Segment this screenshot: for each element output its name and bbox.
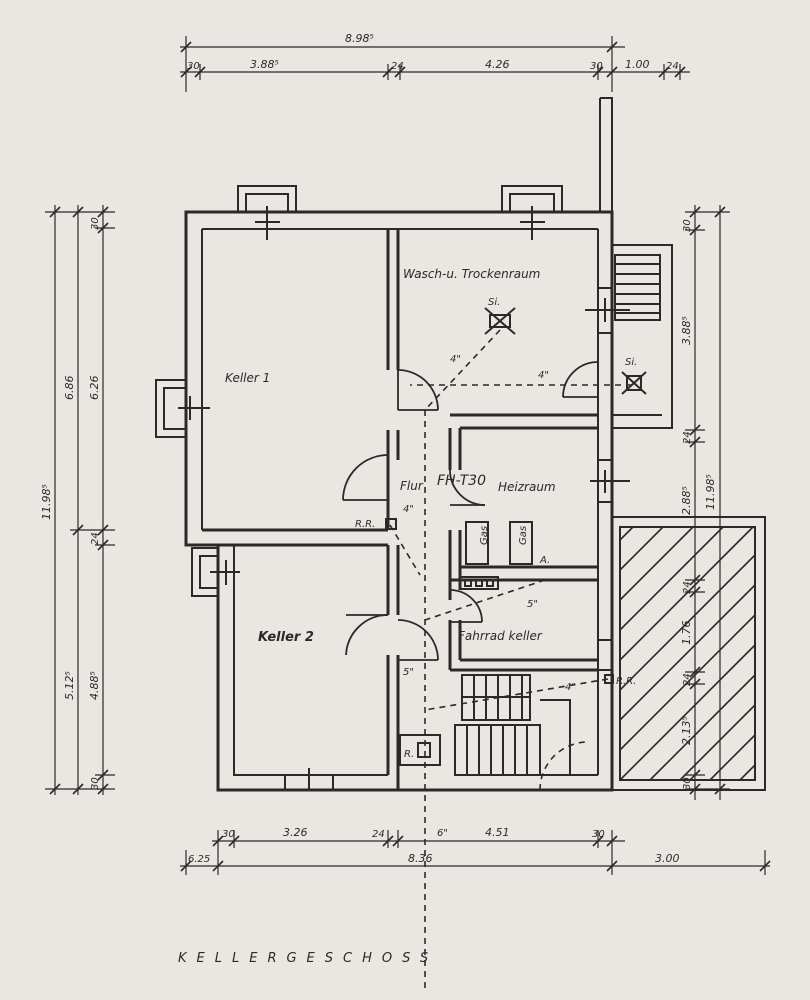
window-wells	[155, 185, 630, 790]
room-flur: Flur	[400, 479, 424, 493]
dim-left-g: 30	[90, 777, 101, 790]
label-gas-2: Gas	[518, 526, 529, 545]
bottom-dimensions: 30 3.26 24 4.51 30 6.25 8.36 3.00	[180, 826, 771, 875]
dim-left-b: 6.26	[88, 376, 101, 401]
dim-right-e: 11.98⁵	[704, 474, 717, 510]
dim-bottom-a: 30	[222, 829, 235, 840]
dim-bottom-c: 24	[372, 829, 385, 840]
dim-bottom-e: 30	[592, 829, 605, 840]
label-si-1: Si.	[488, 297, 500, 308]
dim-left-c: 30	[90, 217, 101, 230]
dim-left-overall: 11.98⁵	[40, 484, 53, 520]
flur-door-note: FH-T30	[437, 473, 486, 489]
dim-left-d: 24	[90, 532, 101, 545]
gas-meter-2	[509, 521, 533, 565]
gas-meter-1	[465, 521, 489, 565]
pipe-size-7: 6"	[437, 828, 448, 839]
left-dimensions: 11.98⁵ 6.86 6.26 30 24 5.12⁵ 4.88⁵ 30	[40, 205, 115, 795]
dim-right-f: 24	[682, 581, 693, 594]
label-gas-1: Gas	[479, 526, 490, 545]
stairs	[454, 254, 661, 776]
pipe-size-4: 5"	[527, 599, 538, 610]
dim-bottom-overall: 8.36	[408, 852, 433, 865]
hatched-area	[612, 516, 766, 791]
dim-right-h: 24	[682, 673, 693, 686]
dim-top-e: 30	[590, 61, 603, 72]
dim-left-f: 4.88⁵	[88, 671, 101, 700]
dim-bottom-g: 3.00	[655, 852, 680, 865]
room-wasch-trockenraum: Wasch-u. Trockenraum	[403, 267, 540, 281]
dim-top-overall: 8.98⁵	[345, 32, 374, 45]
pipe-size-2: 4"	[538, 370, 549, 381]
label-si-2: Si.	[625, 357, 637, 368]
drain-pipes	[389, 329, 632, 990]
dim-right-j: 30	[682, 777, 693, 790]
dim-bottom-f: 6.25	[188, 854, 210, 865]
label-rr-1: R.R.	[355, 519, 375, 530]
walls	[184, 97, 673, 792]
top-dimensions: 8.98⁵ 30 3.88⁵ 24 4.26 30 1.00 24	[180, 32, 690, 92]
doors	[342, 361, 599, 791]
dim-right-a: 30	[682, 219, 693, 232]
boiler-unit	[459, 576, 499, 590]
dim-top-d: 4.26	[485, 58, 510, 71]
room-keller-2: Keller 2	[258, 630, 314, 645]
dim-right-b: 3.88⁵	[680, 316, 693, 345]
dim-top-a: 30	[187, 61, 200, 72]
dim-right-d: 2.88⁵	[680, 486, 693, 515]
plan-title: KELLERGESCHOSS	[178, 951, 438, 966]
pipe-size-5: 5"	[403, 667, 414, 678]
label-a: A.	[539, 555, 550, 566]
cleanout-box	[399, 734, 441, 766]
room-fahrradkeller: Fahrrad keller	[458, 629, 543, 643]
label-r: R.	[404, 749, 414, 760]
dim-right-i: 2.13⁵	[680, 716, 693, 745]
dim-right-c: 24	[682, 431, 693, 444]
room-keller-1: Keller 1	[225, 371, 270, 385]
label-rr-2: R.R.	[616, 676, 636, 687]
floor-drain-1	[489, 314, 511, 328]
dim-top-g: 24	[666, 61, 679, 72]
room-heizraum: Heizraum	[498, 480, 556, 494]
dim-bottom-d: 4.51	[485, 826, 510, 839]
fixtures	[385, 307, 647, 766]
dim-left-e: 5.12⁵	[63, 671, 76, 700]
pipe-size-1: 4"	[450, 354, 461, 365]
right-dimensions: 30 3.88⁵ 24 2.88⁵ 11.98⁵ 24 1.76 24 2.13…	[680, 205, 730, 800]
dim-top-b: 3.88⁵	[250, 58, 279, 71]
dim-left-a: 6.86	[63, 376, 76, 401]
dim-bottom-b: 3.26	[283, 826, 308, 839]
pipe-size-3: 4"	[403, 504, 414, 515]
dim-top-c: 24	[391, 61, 404, 72]
dim-top-f: 1.00	[625, 58, 650, 71]
floor-drain-2	[626, 375, 642, 391]
pipe-size-6: 4"	[565, 682, 576, 693]
